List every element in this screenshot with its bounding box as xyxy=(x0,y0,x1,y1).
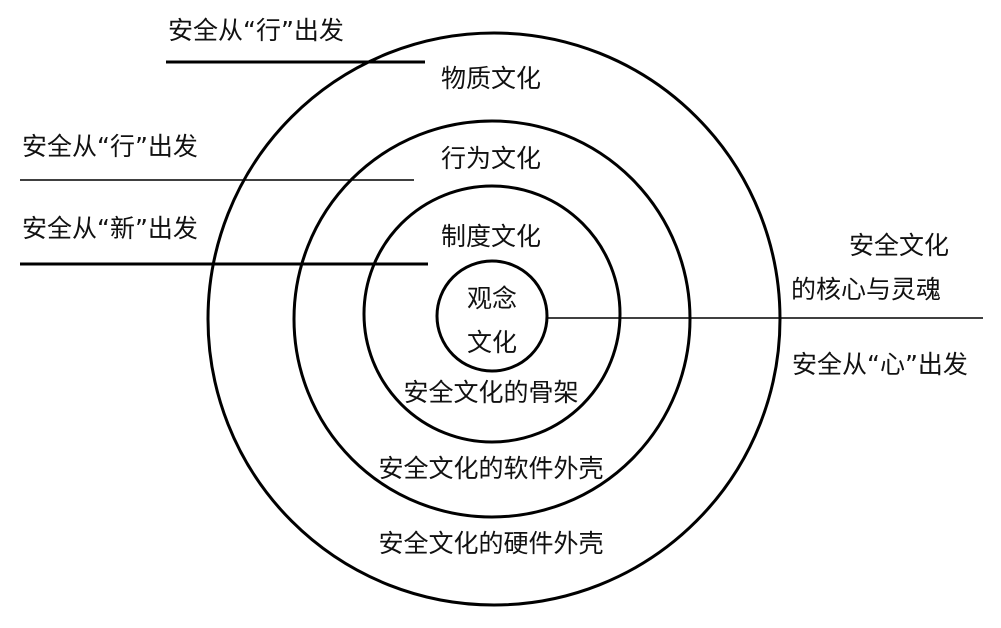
layer-desc-second: 安全文化的软件外壳 xyxy=(378,454,604,483)
core-circle-concept-culture xyxy=(435,259,549,373)
layer-name-second: 行为文化 xyxy=(440,144,542,173)
core-desc-line2: 的核心与灵魂 xyxy=(791,275,942,304)
third-ring-institution-culture xyxy=(362,184,622,444)
outer-ring-material-culture xyxy=(206,31,782,607)
layer-desc-third: 安全文化的骨架 xyxy=(403,378,579,407)
layer-name-outer: 物质文化 xyxy=(440,64,542,93)
layer-desc-outer: 安全文化的硬件外壳 xyxy=(378,529,604,558)
core-name-line1: 观念 xyxy=(466,284,518,313)
core-desc-line1: 安全文化 xyxy=(849,231,950,260)
layer-name-third: 制度文化 xyxy=(440,222,542,251)
left-label-middle: 安全从“行”出发 xyxy=(22,132,198,161)
left-label-top: 安全从“行”出发 xyxy=(168,16,344,45)
core-name-line2: 文化 xyxy=(466,328,518,357)
core-motto: 安全从“心”出发 xyxy=(792,350,968,379)
second-ring-behavior-culture xyxy=(292,119,692,519)
left-label-bottom: 安全从“新”出发 xyxy=(22,214,198,243)
